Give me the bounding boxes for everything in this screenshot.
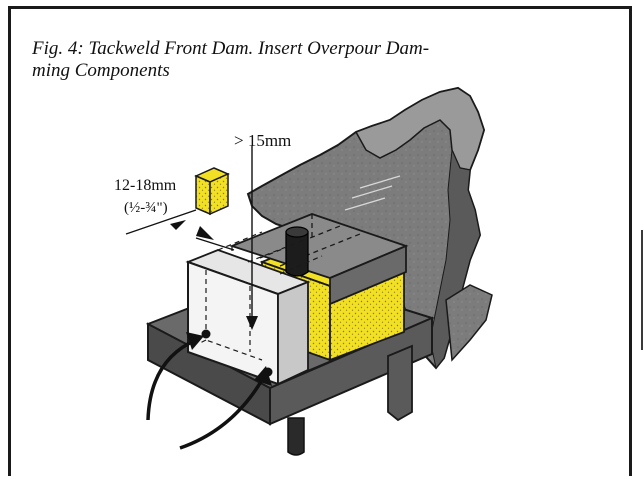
width-dimension-label: 12-18mm xyxy=(114,177,177,194)
cover-plate-front xyxy=(329,244,407,306)
cube-front xyxy=(195,174,211,216)
weld-arrow-2 xyxy=(179,379,264,450)
width-arrow-right xyxy=(196,226,214,240)
weld-arrow-2-head xyxy=(254,366,272,386)
weld-arrow-1 xyxy=(146,338,197,421)
caption-line-1: Fig. 4: Tackweld Front Dam. Insert Overp… xyxy=(32,38,430,59)
hidden-lines-dam xyxy=(197,270,263,361)
riser-post xyxy=(285,231,309,277)
weld-arrow-1-head xyxy=(186,332,204,350)
plate-leg xyxy=(387,344,413,422)
casting-highlight-1 xyxy=(344,175,401,211)
front-dam-side xyxy=(277,280,309,386)
width-ext-line-2 xyxy=(195,237,235,251)
cube-side xyxy=(209,172,229,216)
width-dimension-imperial: (½-¾") xyxy=(124,200,168,216)
hidden-lines-top xyxy=(217,231,323,275)
gap-arrowhead xyxy=(246,316,258,330)
riser-post-top xyxy=(285,226,309,238)
figure-caption: Fig. 4: Tackweld Front Dam. Insert Overp… xyxy=(32,38,592,82)
gap-dimension-label: > 15mm xyxy=(234,131,291,150)
page-edge-mark xyxy=(641,230,643,350)
rock-edge xyxy=(445,284,493,362)
bottom-post xyxy=(287,417,305,456)
figure-frame xyxy=(8,6,632,476)
caption-line-2: ming Components xyxy=(32,60,170,81)
width-arrow-left xyxy=(170,220,186,230)
width-ext-line xyxy=(125,209,197,235)
